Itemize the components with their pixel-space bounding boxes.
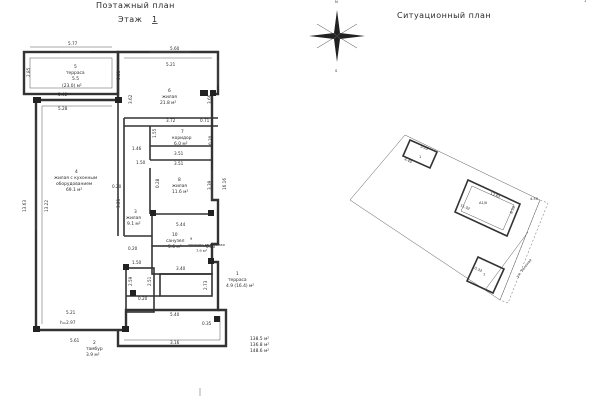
site-dim: 4.40 (404, 157, 414, 164)
dim-label: 5.21 (66, 310, 76, 315)
dim-label: 2.59 (128, 276, 133, 286)
dim-label: 3.62 (128, 94, 133, 104)
dim-label: 0.20 (206, 244, 216, 249)
dim-label: 3.51 (174, 161, 184, 166)
dim-label: 16.16 (222, 178, 227, 190)
room-number: 5 (74, 64, 77, 70)
dim-label: 3.16 (170, 340, 180, 345)
dim-label: 5.60 (170, 46, 180, 51)
dimensions: 5.77 2.85 3.51 5.60 5.21 5.42 5.28 3.62 … (22, 41, 227, 345)
dim-label: 3.21 (116, 198, 121, 208)
floor-plan (22, 50, 228, 396)
dim-label: 3.51 (174, 151, 184, 156)
room-area: 7.9 м² (196, 249, 208, 253)
room-number: 7 (181, 129, 184, 135)
floor-plan-title: Поэтажный план (96, 1, 175, 10)
dim-label: 1.46 (132, 146, 142, 151)
dim-label: 3.39 (207, 180, 212, 190)
dim-label: 3.40 (176, 266, 186, 271)
site-building-label: 7 (483, 273, 485, 277)
dim-label: 2.85 (26, 67, 31, 77)
room-area: 3.9 м² (86, 352, 100, 358)
room-name: санузел (166, 239, 185, 244)
site-dim: 4.50 (530, 197, 539, 201)
dim-label: 0.71 (200, 118, 210, 123)
dim-label: 1.50 (136, 160, 146, 165)
site-dim: 5.03 (420, 144, 429, 151)
room-name: жилая (162, 95, 177, 100)
dim-label: 5.61 (70, 338, 80, 343)
room-name: коридор (172, 136, 192, 141)
room-number: 1 (236, 271, 239, 277)
compass-south: S (335, 69, 338, 73)
total-area: 136.8 м² (250, 342, 269, 348)
site-dim: 10.33 (472, 265, 483, 273)
dim-label: 5.21 (166, 62, 176, 67)
room-name: жилая с кухонным (54, 176, 97, 181)
dim-label: 0.20 (128, 246, 138, 251)
room-number: 3 (134, 209, 137, 215)
room-area: 11.6 м² (172, 189, 188, 195)
street-label: ул. Зеленая (516, 258, 533, 278)
dim-label: 3.66 (207, 94, 212, 104)
room-name: тамбур (86, 345, 103, 352)
dim-label: 1.55 (152, 128, 157, 138)
room-name-2: оборудованием (56, 180, 92, 187)
dim-label: 0.20 (112, 184, 122, 189)
room-number: 6 (168, 88, 171, 94)
site-dim: 8.50 (509, 205, 516, 215)
dim-label: 2.51 (147, 276, 152, 286)
site-building-label: 1 (419, 155, 421, 159)
dim-label: 2.73 (203, 280, 208, 290)
room-name: терраса (228, 278, 247, 283)
room-number: 2 (93, 340, 96, 346)
dim-label: 5.44 (176, 222, 186, 227)
dim-label: h=2.97 (60, 320, 76, 325)
dim-label: 13.22 (44, 200, 49, 212)
room-number: 10 (172, 232, 178, 238)
room-labels: 5 терраса 5.5 (23.0) м² 6 жилая 21.8 м² … (54, 64, 254, 358)
dim-label: 5.77 (68, 41, 78, 46)
dim-label: 0.20 (138, 296, 148, 301)
site-plan: ул. Зеленая A1/II 1 7 5.03 4.40 13.63 11… (349, 134, 549, 304)
room-number: 9 (190, 237, 193, 241)
site-dim: 13.63 (490, 191, 501, 199)
compass-rose-icon: N S (309, 0, 365, 73)
dim-label: 1.50 (132, 260, 142, 265)
room-area: 6.0 м² (174, 141, 188, 147)
corner-mark: 1 (584, 0, 586, 3)
room-area: 5.5 (72, 76, 79, 82)
room-name: жилая (126, 216, 141, 221)
dim-label: 5.42 (58, 92, 68, 97)
total-area: 148.6 м² (250, 348, 269, 354)
room-number: 4 (75, 169, 78, 175)
dim-label: 3.72 (166, 118, 176, 123)
floor-label: Этаж (118, 15, 142, 24)
room-area-2: (23.0) м² (62, 83, 82, 89)
dim-label: 5.40 (170, 312, 180, 317)
site-dim: 11.02 (460, 203, 471, 211)
floor-number: 1 (152, 15, 158, 24)
room-area: 69.1 м² (66, 187, 82, 193)
compass-north: N (335, 0, 338, 4)
room-area: 21.8 м² (160, 100, 176, 106)
room-name: топочно-котельная (188, 243, 225, 247)
room-number: 8 (178, 177, 181, 183)
room-name: жилая (172, 184, 187, 189)
room-area: 5.6 м² (168, 244, 182, 250)
total-area: 138.5 м² (250, 336, 269, 342)
dim-label: 3.51 (116, 70, 121, 80)
area-totals: 138.5 м² 136.8 м² 148.6 м² (250, 336, 269, 354)
dim-label: 0.35 (202, 321, 212, 326)
dim-label: 0.28 (155, 178, 160, 188)
room-area: 9.1 м² (127, 221, 141, 227)
site-building-label: A1/II (479, 201, 487, 205)
site-plan-title: Ситуационный план (397, 11, 491, 20)
dim-label: 13.63 (22, 200, 27, 212)
room-name: терраса (66, 71, 85, 76)
dim-label: 5.28 (58, 106, 68, 111)
dim-label: 0.20 (208, 135, 213, 145)
room-area: 4.9 (16.4) м² (226, 283, 254, 289)
